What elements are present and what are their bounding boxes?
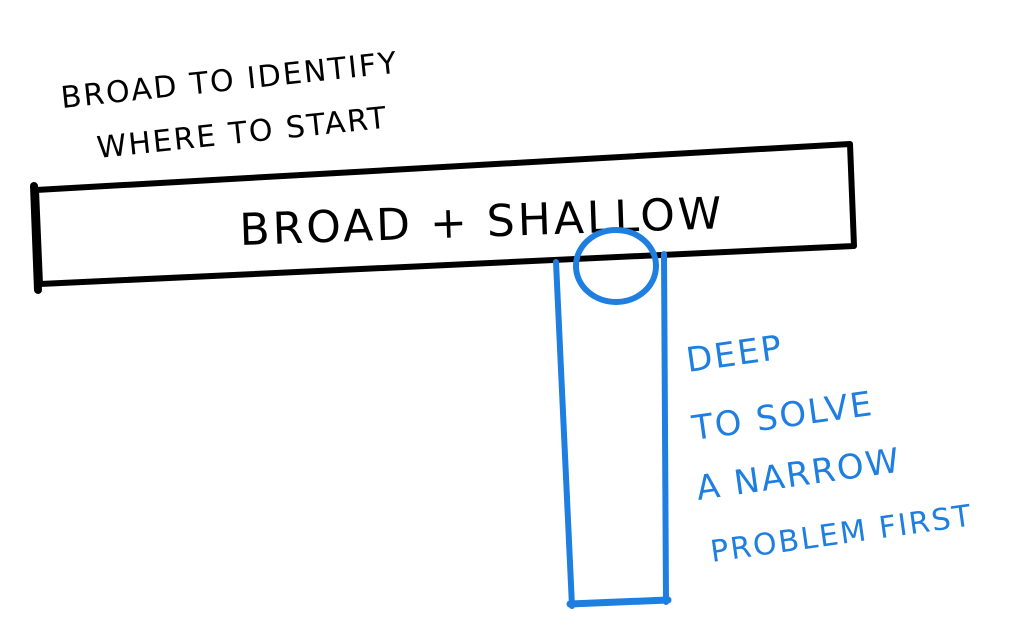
side-note-line-1: Deep <box>684 328 786 381</box>
bar-left-edge <box>30 182 42 294</box>
side-note: Deep to Solve a Narrow Problem First <box>684 328 975 570</box>
column-right-edge <box>661 251 669 605</box>
broad-shallow-bar: Broad + Shallow <box>30 141 857 294</box>
column-bottom-edge <box>566 596 672 608</box>
column-left-edge <box>553 259 575 609</box>
side-note-line-3: a Narrow <box>694 441 904 509</box>
side-note-line-2: to Solve <box>689 384 876 449</box>
deep-column <box>553 227 672 609</box>
top-note: Broad to Identify Where to start <box>59 46 400 166</box>
side-note-line-4: Problem First <box>708 498 975 569</box>
focus-circle <box>573 227 659 305</box>
top-note-line-2: Where to start <box>95 101 390 166</box>
